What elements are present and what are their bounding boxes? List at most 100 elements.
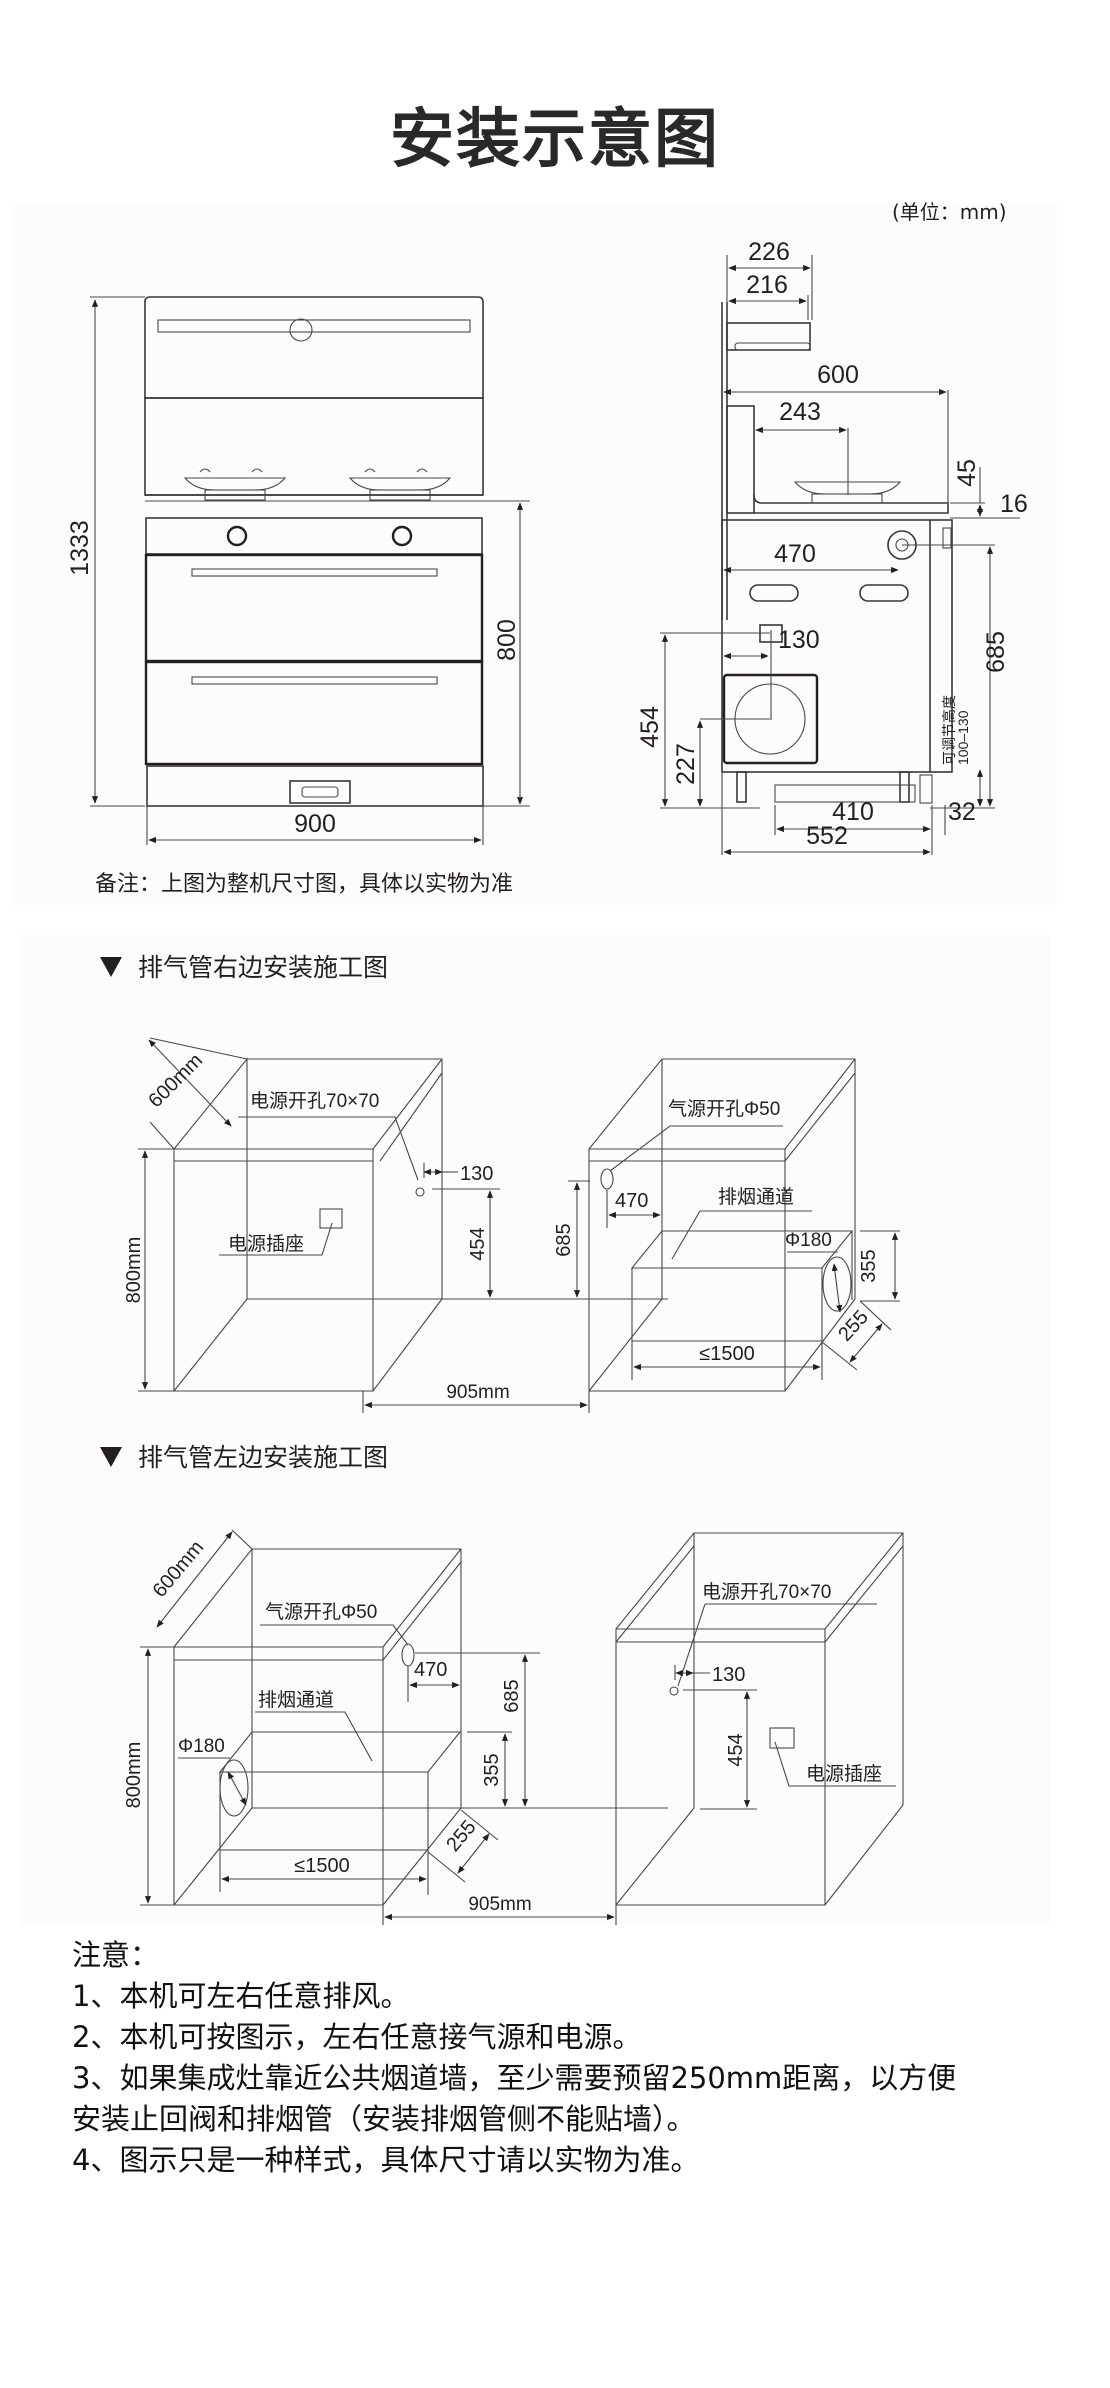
power-socket-icon xyxy=(769,1727,795,1749)
base-frame xyxy=(774,784,916,803)
note-item: 3、如果集成灶靠近公共烟道墙，至少需要预留250mm距离，以方便 xyxy=(72,2061,957,2095)
dim-130-label: 130 xyxy=(778,626,820,654)
knob-right xyxy=(391,525,413,547)
notes-heading: 注意： xyxy=(72,1938,160,1972)
burner-right xyxy=(348,468,452,501)
dim-470-label: 470 xyxy=(774,540,816,568)
gas-hole-label: 气源开孔Φ50 xyxy=(668,1098,780,1120)
dim-800-label: 800 xyxy=(493,619,521,661)
dim-1333-label: 1333 xyxy=(66,520,94,576)
dim-685-l-label: 685 xyxy=(501,1679,523,1712)
socket-l-label: 电源插座 xyxy=(806,1763,882,1785)
flue-diameter-l-label: Φ180 xyxy=(178,1736,225,1757)
flue-l-label: 排烟通道 xyxy=(258,1689,334,1711)
gas-hole-l-label: 气源开孔Φ50 xyxy=(265,1601,377,1623)
knob-left xyxy=(226,525,248,547)
dim-130-l-label: 130 xyxy=(712,1664,745,1686)
dim-45-label: 45 xyxy=(953,459,981,487)
dim-255-l-line xyxy=(457,1833,490,1874)
back-riser xyxy=(726,405,755,514)
base-plinth xyxy=(146,765,484,807)
dim-800mm-l-label: 800mm xyxy=(123,1742,145,1809)
socket-label: 电源插座 xyxy=(228,1233,304,1255)
adjustable-height-range: 100–130 xyxy=(955,710,971,765)
dim-16-label: 16 xyxy=(1000,490,1028,518)
side-countertop xyxy=(753,494,949,514)
dim-454-r-label: 454 xyxy=(467,1227,489,1260)
unit-label: (单位：mm) xyxy=(892,200,1007,224)
adjustable-leg-front xyxy=(736,771,747,803)
dim-1500-l-label: ≤1500 xyxy=(294,1855,349,1877)
side-burner xyxy=(793,481,902,504)
dim-905-r-label: 905mm xyxy=(446,1382,509,1403)
dim-32-label: 32 xyxy=(948,798,976,826)
dim-552-label: 552 xyxy=(806,822,848,850)
upper-door-handle xyxy=(191,568,438,577)
triangle-bullet-icon xyxy=(100,957,122,977)
note-item: 4、图示只是一种样式，具体尺寸请以实物为准。 xyxy=(72,2143,700,2177)
side-body xyxy=(721,519,953,773)
side-handle-slot-right xyxy=(859,584,909,602)
flue-diameter-label: Φ180 xyxy=(785,1230,832,1251)
base-vent-slot xyxy=(301,786,339,798)
hood-control-knob xyxy=(289,318,313,342)
dim-130-r-label: 130 xyxy=(460,1163,493,1185)
dim-227-label: 227 xyxy=(672,743,700,785)
flue-outlet-icon xyxy=(219,1759,249,1817)
dim-355-l-label: 355 xyxy=(481,1753,503,1786)
section-title-text: 排气管左边安装施工图 xyxy=(138,1443,389,1472)
flue-channel xyxy=(630,1230,854,1380)
dim-1500-r-label: ≤1500 xyxy=(699,1343,754,1365)
flue-label: 排烟通道 xyxy=(718,1186,794,1208)
dimension-remark: 备注：上图为整机尺寸图，具体以实物为准 xyxy=(95,872,514,897)
dim-685-label: 685 xyxy=(982,631,1010,673)
hood-light-bar xyxy=(157,319,471,333)
adjustable-height-label: 可调节高度 xyxy=(941,695,957,765)
burner-left xyxy=(183,468,287,501)
power-hole-icon xyxy=(669,1686,679,1696)
dim-355-r-label: 355 xyxy=(858,1249,880,1282)
section-title-text: 排气管右边安装施工图 xyxy=(138,953,389,982)
side-handle-slot-left xyxy=(749,584,799,602)
lower-door-handle xyxy=(191,676,438,685)
cabinet-power-side xyxy=(615,1532,904,1906)
flue-channel xyxy=(218,1731,462,1895)
power-hole-icon xyxy=(415,1187,425,1197)
dim-470-r-label: 470 xyxy=(615,1190,648,1212)
lower-cabinet-door xyxy=(144,660,484,766)
dim-900-label: 900 xyxy=(294,810,336,838)
dim-800mm-label: 800mm xyxy=(123,1237,145,1304)
dim-600-label: 600 xyxy=(817,361,859,389)
gas-hole-icon xyxy=(401,1643,415,1667)
triangle-bullet-icon xyxy=(100,1447,122,1467)
dim-600mm-line xyxy=(148,1039,232,1127)
dim-454-label: 454 xyxy=(636,706,664,748)
note-item: 安装止回阀和排烟管（安装排烟管侧不能贴墙）。 xyxy=(72,2102,696,2136)
hood-panel xyxy=(144,296,484,399)
dim-410-label: 410 xyxy=(832,798,874,826)
section-title-right-exhaust: 排气管右边安装施工图 xyxy=(100,948,388,984)
dim-905-l-label: 905mm xyxy=(468,1894,531,1915)
dim-454-l-label: 454 xyxy=(725,1733,747,1766)
dim-470-l-label: 470 xyxy=(414,1659,447,1681)
dim-216-label: 216 xyxy=(746,271,788,299)
dim-255-r-line xyxy=(849,1323,883,1363)
gas-hole-icon xyxy=(600,1168,614,1190)
dim-255-l-label: 255 xyxy=(442,1816,480,1856)
section-title-left-exhaust: 排气管左边安装施工图 xyxy=(100,1438,388,1474)
install-panel-left xyxy=(20,1430,1050,1925)
note-item: 2、本机可按图示，左右任意接气源和电源。 xyxy=(72,2020,642,2054)
dim-685-r-label: 685 xyxy=(553,1223,575,1256)
dim-600mm-l-label: 600mm xyxy=(149,1537,209,1602)
base-vent xyxy=(289,780,351,804)
note-item: 1、本机可左右任意排风。 xyxy=(72,1979,410,2013)
dim-600mm-l-line xyxy=(156,1531,233,1628)
power-hole-label: 电源开孔70×70 xyxy=(250,1090,379,1112)
power-hole-l-label: 电源开孔70×70 xyxy=(702,1581,831,1603)
page-title: 安装示意图 xyxy=(390,103,720,177)
cabinet-gas-side xyxy=(588,1058,856,1392)
dim-226-label: 226 xyxy=(748,238,790,266)
